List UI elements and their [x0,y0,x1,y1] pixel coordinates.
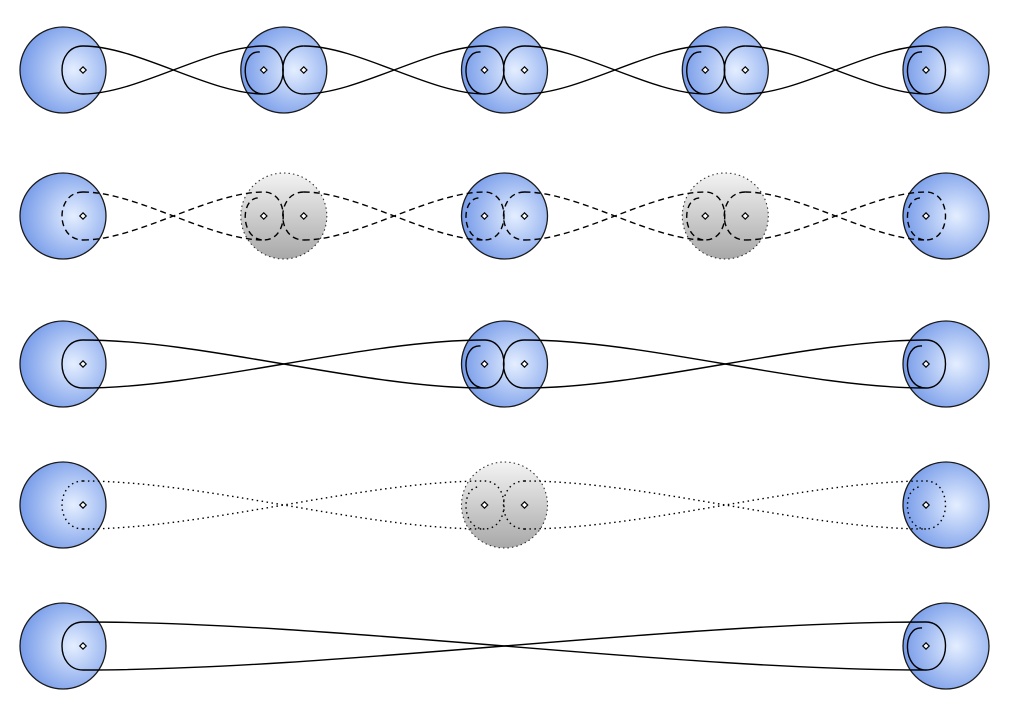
row-2-strand-4-2 [745,191,947,241]
row-1-strand-3-3 [502,45,525,95]
row-4-marker-2 [480,500,489,510]
row-3-marker-3 [520,359,529,369]
row-4-marker-1 [78,500,88,510]
row-2-strand-3-3 [502,191,525,241]
row-3-strand-1-2 [82,339,505,389]
row-1-marker-6 [701,65,710,75]
row-4-strand-2-2 [524,480,947,530]
row-2-strand-2-2 [303,191,505,241]
row-5-node-1-active [19,602,107,690]
row-2-strand-2-3 [282,191,304,241]
row-2-marker-7 [741,211,750,221]
row-1-strand-4-3 [723,45,746,95]
row-4-node-1-active [19,461,107,549]
row-4-node-3-active [902,461,990,549]
row-2-strand-1-3 [61,191,84,241]
row-1-node-1-active [19,26,107,114]
row-5-strand-1-2 [82,621,947,671]
row-1-strand-2-2 [303,45,505,95]
row-1-strand-4-2 [745,45,947,95]
row-4-strand-1-3 [61,480,84,530]
row-2-marker-1 [78,211,88,221]
row-3-strand-2-1 [524,339,927,389]
row-5-marker-1 [78,641,88,651]
row-2-marker-4 [480,211,489,221]
row-3-marker-2 [480,359,489,369]
row-4-marker-3 [520,500,529,510]
row-1-marker-5 [520,65,529,75]
row-3-strand-1-3 [61,339,84,389]
markers-layer [78,65,931,651]
row-1-marker-3 [299,65,308,75]
row-1-strand-3-2 [524,45,726,95]
row-5-strand-1-1 [82,621,927,671]
row-3-strand-2-3 [502,339,525,389]
row-1-marker-2 [259,65,268,75]
row-4-marker-4 [921,500,931,510]
row-1-marker-4 [480,65,489,75]
row-4-strand-2-3 [502,480,525,530]
strands-layer [61,45,947,671]
row-1-strand-2-1 [303,45,485,95]
row-3-marker-4 [921,359,931,369]
row-4-strand-1-2 [82,480,505,530]
row-1-marker-8 [921,65,931,75]
row-5-strand-1-3 [61,621,84,671]
row-5-marker-2 [921,641,931,651]
row-2-marker-8 [921,211,931,221]
row-4-strand-2-1 [524,480,927,530]
row-3-marker-1 [78,359,88,369]
row-2-marker-5 [520,211,529,221]
row-1-strand-4-1 [745,45,927,95]
row-1-strand-1-3 [61,45,84,95]
row-1-marker-7 [741,65,750,75]
row-2-node-1-active [19,172,107,260]
row-3-node-1-active [19,320,107,408]
row-1-marker-1 [78,65,88,75]
row-3-strand-2-2 [524,339,947,389]
row-1-strand-1-2 [82,45,284,95]
circles-layer [19,26,990,690]
row-2-strand-3-2 [524,191,726,241]
row-4-strand-1-1 [82,480,485,530]
row-4-node-2-inactive [460,461,549,549]
row-2-strand-4-3 [723,191,746,241]
row-1-strand-3-1 [524,45,706,95]
row-2-marker-6 [701,211,710,221]
row-3-strand-1-1 [82,339,485,389]
row-1-strand-2-3 [282,45,304,95]
row-2-marker-3 [299,211,308,221]
row-1-strand-1-1 [82,45,264,95]
row-2-marker-2 [259,211,268,221]
row-2-strand-1-2 [82,191,284,241]
